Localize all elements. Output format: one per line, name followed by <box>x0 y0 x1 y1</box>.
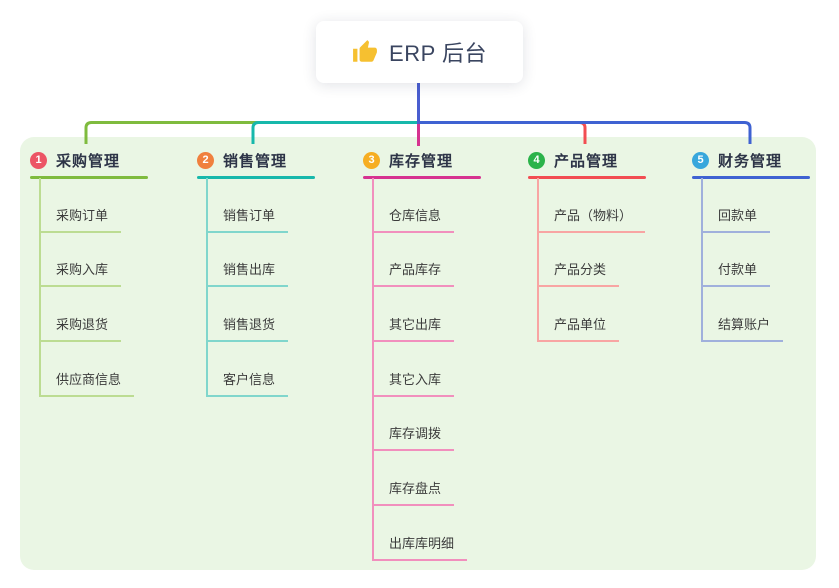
branch-1-rail <box>39 178 41 397</box>
child-node-label[interactable]: 销售订单 <box>206 205 289 233</box>
child-node-label[interactable]: 销售退货 <box>206 314 289 343</box>
root-node[interactable]: ERP 后台 <box>316 21 523 83</box>
tree-node: 库存盘点 <box>372 451 481 507</box>
tree-node: 采购退货 <box>39 287 148 343</box>
tree-node: 产品单位 <box>537 287 646 343</box>
branch-3-underline <box>363 176 481 179</box>
branch-3-inventory: 3 库存管理 仓库信息 产品库存 其它出库 其它入库 库存调拨 库存盘点 出库库… <box>363 148 481 561</box>
branch-2-sales: 2 销售管理 销售订单 销售出库 销售退货 客户信息 <box>197 148 315 397</box>
child-node-label[interactable]: 供应商信息 <box>39 369 135 397</box>
tree-node: 采购入库 <box>39 233 148 288</box>
tree-node: 客户信息 <box>206 342 315 397</box>
child-node-label[interactable]: 回款单 <box>701 205 771 233</box>
branch-1-purchase: 1 采购管理 采购订单 采购入库 采购退货 供应商信息 <box>30 148 148 397</box>
branch-2-header[interactable]: 2 销售管理 <box>197 148 315 173</box>
child-node-label[interactable]: 采购退货 <box>39 314 122 343</box>
tree-node: 产品库存 <box>372 233 481 288</box>
child-node-label[interactable]: 采购订单 <box>39 205 122 233</box>
branch-4-underline <box>528 176 646 179</box>
branch-3-rail <box>372 178 374 561</box>
branch-3-title: 库存管理 <box>389 153 454 170</box>
tree-node: 采购订单 <box>39 178 148 233</box>
child-node-label[interactable]: 库存盘点 <box>372 478 455 507</box>
branch-3-children: 仓库信息 产品库存 其它出库 其它入库 库存调拨 库存盘点 出库库明细 <box>372 178 481 561</box>
branch-1-title: 采购管理 <box>56 153 121 170</box>
tree-node: 供应商信息 <box>39 342 148 397</box>
child-node-label[interactable]: 其它出库 <box>372 314 455 343</box>
branch-1-children: 采购订单 采购入库 采购退货 供应商信息 <box>39 178 148 397</box>
branch-5-underline <box>692 176 810 179</box>
branch-3-badge: 3 <box>363 152 380 169</box>
tree-node: 出库库明细 <box>372 506 481 561</box>
branch-2-title: 销售管理 <box>223 153 288 170</box>
child-node-label[interactable]: 结算账户 <box>701 314 784 343</box>
tree-node: 付款单 <box>701 233 810 288</box>
tree-node: 销售退货 <box>206 287 315 343</box>
child-node-label[interactable]: 产品（物料） <box>537 205 646 233</box>
branch-5-badge: 5 <box>692 152 709 169</box>
tree-node: 销售订单 <box>206 178 315 233</box>
branch-2-children: 销售订单 销售出库 销售退货 客户信息 <box>206 178 315 397</box>
mindmap-panel <box>20 137 816 570</box>
tree-node: 回款单 <box>701 178 810 233</box>
tree-node: 其它出库 <box>372 287 481 343</box>
root-title: ERP 后台 <box>389 41 487 66</box>
branch-1-badge: 1 <box>30 152 47 169</box>
child-node-label[interactable]: 库存调拨 <box>372 423 455 452</box>
tree-node: 结算账户 <box>701 287 810 343</box>
child-node-label[interactable]: 客户信息 <box>206 369 289 397</box>
branch-3-header[interactable]: 3 库存管理 <box>363 148 481 173</box>
thumbs-up-icon <box>353 40 377 62</box>
child-node-label[interactable]: 产品分类 <box>537 259 620 288</box>
child-node-label[interactable]: 采购入库 <box>39 259 122 288</box>
branch-1-header[interactable]: 1 采购管理 <box>30 148 148 173</box>
branch-2-rail <box>206 178 208 397</box>
child-node-label[interactable]: 仓库信息 <box>372 205 455 233</box>
child-node-label[interactable]: 产品库存 <box>372 259 455 288</box>
tree-node: 仓库信息 <box>372 178 481 233</box>
branch-4-badge: 4 <box>528 152 545 169</box>
child-node-label[interactable]: 产品单位 <box>537 314 620 343</box>
child-node-label[interactable]: 其它入库 <box>372 369 455 397</box>
branch-4-product: 4 产品管理 产品（物料） 产品分类 产品单位 <box>528 148 646 343</box>
branch-2-badge: 2 <box>197 152 214 169</box>
tree-node: 产品（物料） <box>537 178 646 233</box>
tree-node: 产品分类 <box>537 233 646 288</box>
child-node-label[interactable]: 付款单 <box>701 259 771 288</box>
branch-4-rail <box>537 178 539 343</box>
tree-node: 其它入库 <box>372 342 481 397</box>
branch-4-header[interactable]: 4 产品管理 <box>528 148 646 173</box>
child-node-label[interactable]: 出库库明细 <box>372 533 468 561</box>
tree-node: 库存调拨 <box>372 397 481 452</box>
branch-1-underline <box>30 176 148 179</box>
branch-5-finance: 5 财务管理 回款单 付款单 结算账户 <box>692 148 810 343</box>
branch-5-header[interactable]: 5 财务管理 <box>692 148 810 173</box>
branch-5-rail <box>701 178 703 343</box>
branch-4-children: 产品（物料） 产品分类 产品单位 <box>537 178 646 343</box>
branch-5-children: 回款单 付款单 结算账户 <box>701 178 810 343</box>
branch-5-title: 财务管理 <box>718 153 783 170</box>
child-node-label[interactable]: 销售出库 <box>206 259 289 288</box>
branch-4-title: 产品管理 <box>554 153 619 170</box>
branch-2-underline <box>197 176 315 179</box>
tree-node: 销售出库 <box>206 233 315 288</box>
